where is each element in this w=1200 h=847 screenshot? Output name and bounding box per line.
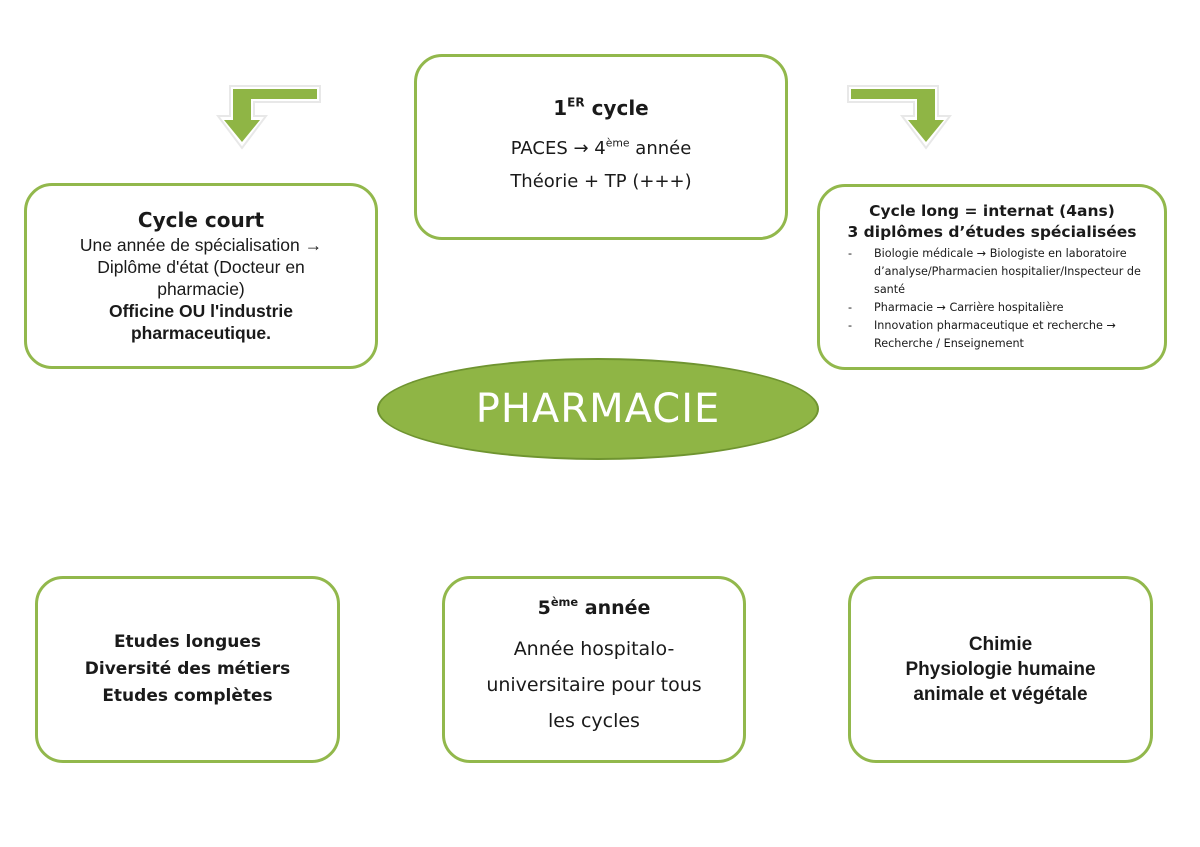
short-cycle-line: Une année de spécialisation → — [79, 235, 323, 255]
specialization-list: -Biologie médicale → Biologiste en labor… — [842, 245, 1142, 353]
bent-arrow-down-right-icon — [847, 85, 952, 150]
first-cycle-content: Théorie + TP (+++) — [510, 171, 692, 192]
first-cycle-title: 1ER cycle — [553, 95, 649, 120]
advantage-line: Diversité des métiers — [84, 659, 291, 679]
fifth-year-line: Année hospitalo- — [513, 638, 675, 660]
bullet-dash: - — [848, 247, 853, 260]
first-cycle-duration: PACES → 4ème année — [510, 136, 692, 159]
fifth-year-line: les cycles — [548, 710, 640, 732]
specialization-item: -Innovation pharmaceutique et recherche … — [848, 319, 1116, 350]
specialization-item: -Pharmacie → Carrière hospitalière — [842, 299, 1142, 317]
short-cycle-box: Cycle court Une année de spécialisation … — [24, 183, 378, 369]
subjects-box: Chimie Physiologie humaine animale et vé… — [848, 576, 1153, 763]
short-cycle-outcome: pharmaceutique. — [130, 323, 272, 343]
short-cycle-outcome: Officine OU l'industrie — [108, 301, 294, 321]
long-cycle-box: Cycle long = internat (4ans) 3 diplômes … — [817, 184, 1167, 370]
long-cycle-title: Cycle long = internat (4ans) — [869, 202, 1115, 220]
bullet-dash: - — [848, 301, 853, 314]
bent-arrow-down-left-icon — [216, 85, 321, 150]
short-cycle-line: Diplôme d'état (Docteur en — [97, 257, 305, 277]
long-cycle-subtitle: 3 diplômes d’études spécialisées — [847, 223, 1137, 241]
subject-line: animale et végétale — [913, 684, 1088, 705]
fifth-year-title: 5ème année — [537, 595, 651, 619]
short-cycle-line: pharmacie) — [157, 279, 245, 299]
pharmacie-ellipse: PHARMACIE — [377, 358, 819, 460]
advantage-line: Etudes longues — [113, 632, 262, 652]
bullet-dash: - — [848, 319, 853, 332]
first-cycle-box: 1ER cycle PACES → 4ème année Théorie + T… — [414, 54, 788, 240]
subject-line: Chimie — [968, 634, 1033, 655]
fifth-year-box: 5ème année Année hospitalo- universitair… — [442, 576, 746, 763]
advantage-line: Etudes complètes — [102, 686, 273, 706]
center-label: PHARMACIE — [475, 386, 721, 432]
advantages-box: Etudes longues Diversité des métiers Etu… — [35, 576, 340, 763]
fifth-year-line: universitaire pour tous — [486, 674, 702, 696]
short-cycle-title: Cycle court — [137, 208, 265, 232]
specialization-item: -Biologie médicale → Biologiste en labor… — [848, 247, 1141, 296]
subject-line: Physiologie humaine — [905, 659, 1096, 680]
